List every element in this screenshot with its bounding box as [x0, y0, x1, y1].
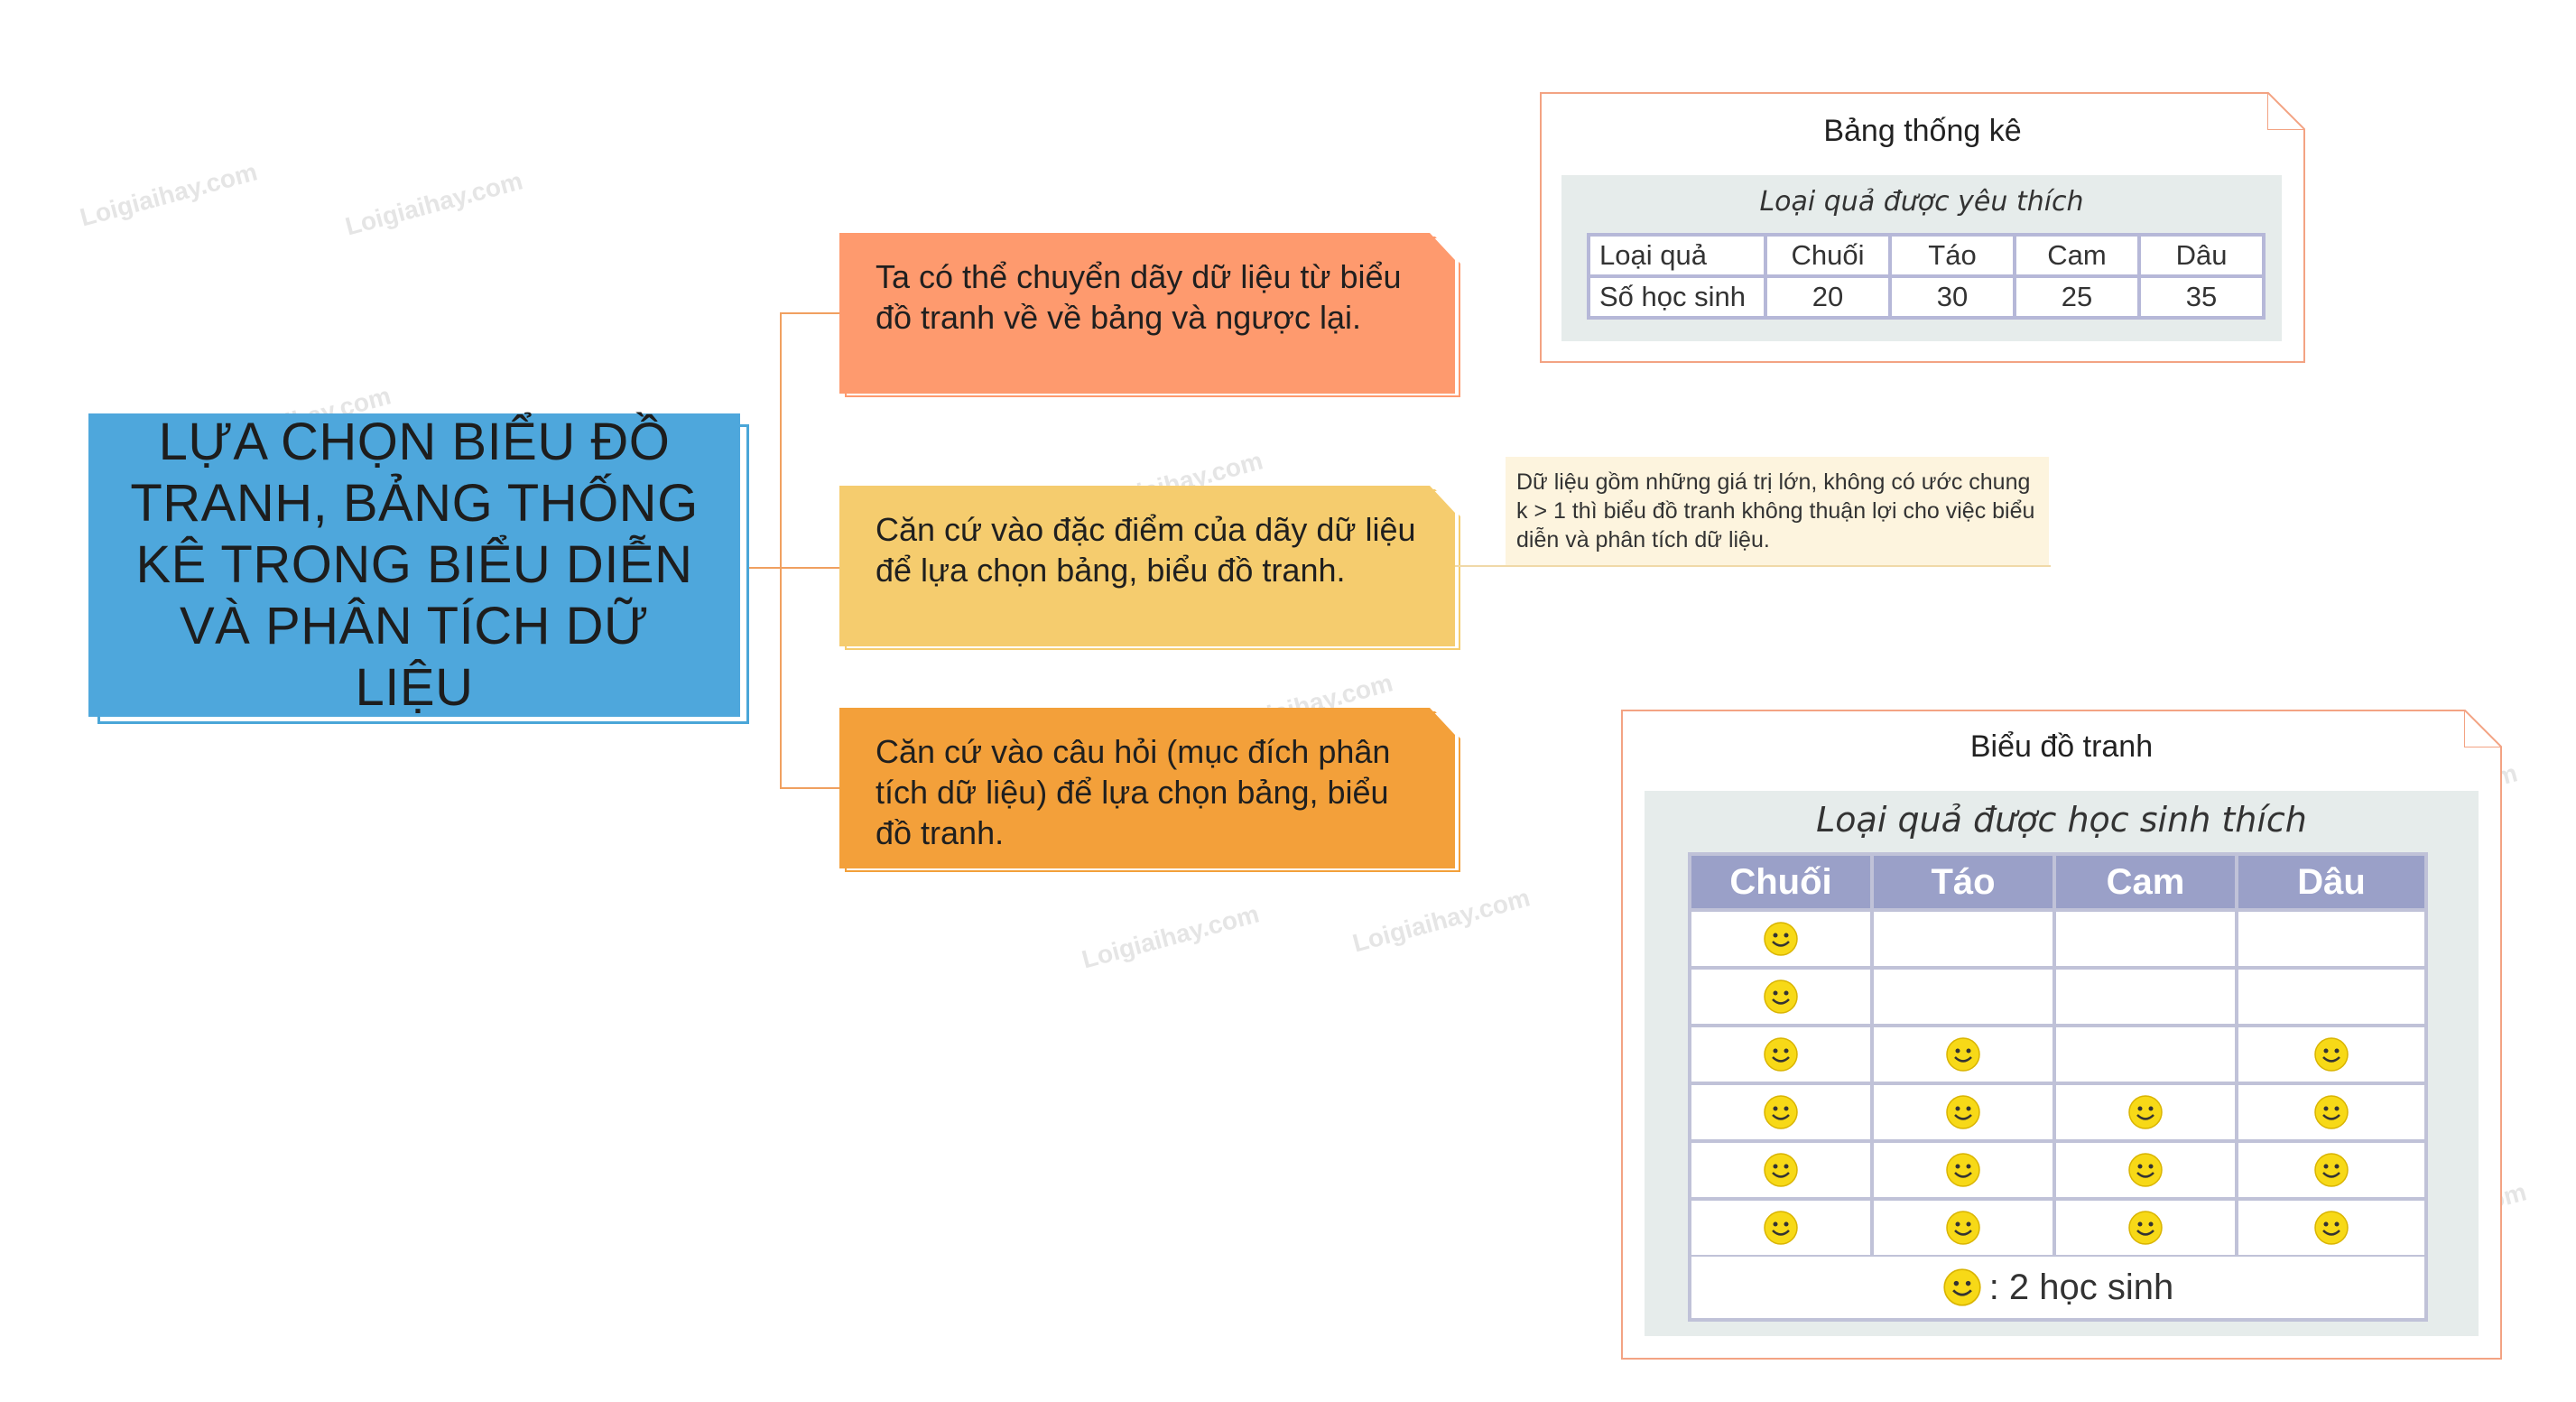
pictograph-cell: [1691, 1143, 1870, 1197]
pictograph-cell: [2056, 1027, 2235, 1082]
table-cell: Số học sinh: [1590, 278, 1764, 316]
watermark: Loigiaihay.com: [77, 157, 261, 232]
smiley-icon: [1764, 980, 1798, 1014]
note-box[interactable]: Dữ liệu gồm những giá trị lớn, không có …: [1506, 457, 2049, 565]
table-cell: Chuối: [1767, 237, 1888, 274]
pictograph-cell: [2238, 1201, 2424, 1255]
pictograph-cell: [2238, 1085, 2424, 1139]
table-cell: Cam: [2016, 237, 2137, 274]
pictograph-cell: [2238, 912, 2424, 966]
legend-text: : 2 học sinh: [1988, 1267, 2174, 1307]
pictograph-cell: [2238, 1143, 2424, 1197]
pictograph-card-title: Biểu đồ tranh: [1969, 729, 2154, 764]
pictograph-header-chuoi: Chuối: [1691, 856, 1870, 908]
branch-text: Ta có thể chuyển dãy dữ liệu từ biểu đồ …: [876, 258, 1402, 336]
smiley-icon: [2314, 1153, 2349, 1187]
smiley-icon: [1946, 1153, 1980, 1187]
watermark: Loigiaihay.com: [1349, 883, 1534, 958]
pictograph-cell: [1874, 912, 2052, 966]
smiley-icon: [2128, 1095, 2163, 1129]
smiley-icon: [2314, 1095, 2349, 1129]
pictograph-cell: [2056, 912, 2235, 966]
smiley-icon: [2314, 1037, 2349, 1072]
stats-caption: Loại quả được yêu thích: [1759, 186, 2084, 218]
stats-table: Loại quả Chuối Táo Cam Dâu Số học sinh 2…: [1587, 233, 2266, 320]
watermark: Loigiaihay.com: [1079, 899, 1263, 974]
smiley-icon: [1946, 1095, 1980, 1129]
pictograph-cell: [2056, 1201, 2235, 1255]
table-cell: Loại quả: [1590, 237, 1764, 274]
pictograph-cell: [1874, 1143, 2052, 1197]
pictograph-cell: [2238, 970, 2424, 1024]
connector: [780, 567, 839, 569]
branch-node-2[interactable]: Căn cứ vào đặc điểm của dãy dữ liệu để l…: [839, 486, 1455, 646]
table-row: Số học sinh 20 30 25 35: [1590, 278, 2262, 316]
branch-node-3[interactable]: Căn cứ vào câu hỏi (mục đích phân tích d…: [839, 708, 1455, 868]
pictograph-header-dau: Dâu: [2238, 856, 2424, 908]
pictograph-caption: Loại quả được học sinh thích: [1816, 800, 2307, 840]
pictograph-cell: [1691, 970, 1870, 1024]
smiley-icon: [2128, 1153, 2163, 1187]
pictograph-cell: [2056, 1085, 2235, 1139]
central-node[interactable]: LỰA CHỌN BIỂU ĐỒ TRANH, BẢNG THỐNG KÊ TR…: [88, 413, 740, 717]
smiley-icon: [1943, 1268, 1981, 1306]
pictograph-grid: Chuối Táo Cam Dâu : 2 học sinh: [1688, 852, 2428, 1322]
table-cell: 35: [2141, 278, 2262, 316]
smiley-icon: [1946, 1211, 1980, 1245]
smiley-icon: [1764, 1037, 1798, 1072]
table-cell: 20: [1767, 278, 1888, 316]
pictograph-header-tao: Táo: [1874, 856, 2052, 908]
pictograph-cell: [1691, 1085, 1870, 1139]
table-cell: 25: [2016, 278, 2137, 316]
pictograph-legend: : 2 học sinh: [1691, 1257, 2424, 1318]
table-row: Loại quả Chuối Táo Cam Dâu: [1590, 237, 2262, 274]
note-text: Dữ liệu gồm những giá trị lớn, không có …: [1516, 469, 2035, 552]
table-cell: Táo: [1892, 237, 2013, 274]
connector: [780, 312, 839, 314]
connector: [740, 567, 782, 569]
pictograph-cell: [1874, 1027, 2052, 1082]
fold-corner-icon: [2464, 710, 2502, 747]
branch-text: Căn cứ vào câu hỏi (mục đích phân tích d…: [876, 733, 1391, 851]
smiley-icon: [1764, 922, 1798, 956]
connector: [780, 787, 839, 789]
pictograph-cell: [2056, 1143, 2235, 1197]
pictograph-cell: [2056, 970, 2235, 1024]
stats-card-title: Bảng thống kê: [1823, 114, 2022, 148]
branch-text: Căn cứ vào đặc điểm của dãy dữ liệu để l…: [876, 511, 1416, 589]
fold-corner-icon: [2267, 92, 2305, 130]
pictograph-cell: [1874, 1201, 2052, 1255]
pictograph-cell: [1874, 1085, 2052, 1139]
smiley-icon: [1764, 1095, 1798, 1129]
pictograph-header-cam: Cam: [2056, 856, 2235, 908]
pictograph-cell: [1691, 1201, 1870, 1255]
table-cell: Dâu: [2141, 237, 2262, 274]
pictograph-cell: [1874, 970, 2052, 1024]
smiley-icon: [1764, 1211, 1798, 1245]
smiley-icon: [2314, 1211, 2349, 1245]
pictograph-cell: [1691, 912, 1870, 966]
connector: [780, 312, 782, 789]
note-underline: [1455, 565, 2051, 567]
branch-node-1[interactable]: Ta có thể chuyển dãy dữ liệu từ biểu đồ …: [839, 233, 1455, 394]
central-title: LỰA CHỌN BIỂU ĐỒ TRANH, BẢNG THỐNG KÊ TR…: [130, 413, 699, 717]
pictograph-cell: [1691, 1027, 1870, 1082]
smiley-icon: [1764, 1153, 1798, 1187]
smiley-icon: [2128, 1211, 2163, 1245]
watermark: Loigiaihay.com: [342, 166, 526, 241]
pictograph-cell: [2238, 1027, 2424, 1082]
table-cell: 30: [1892, 278, 2013, 316]
smiley-icon: [1946, 1037, 1980, 1072]
